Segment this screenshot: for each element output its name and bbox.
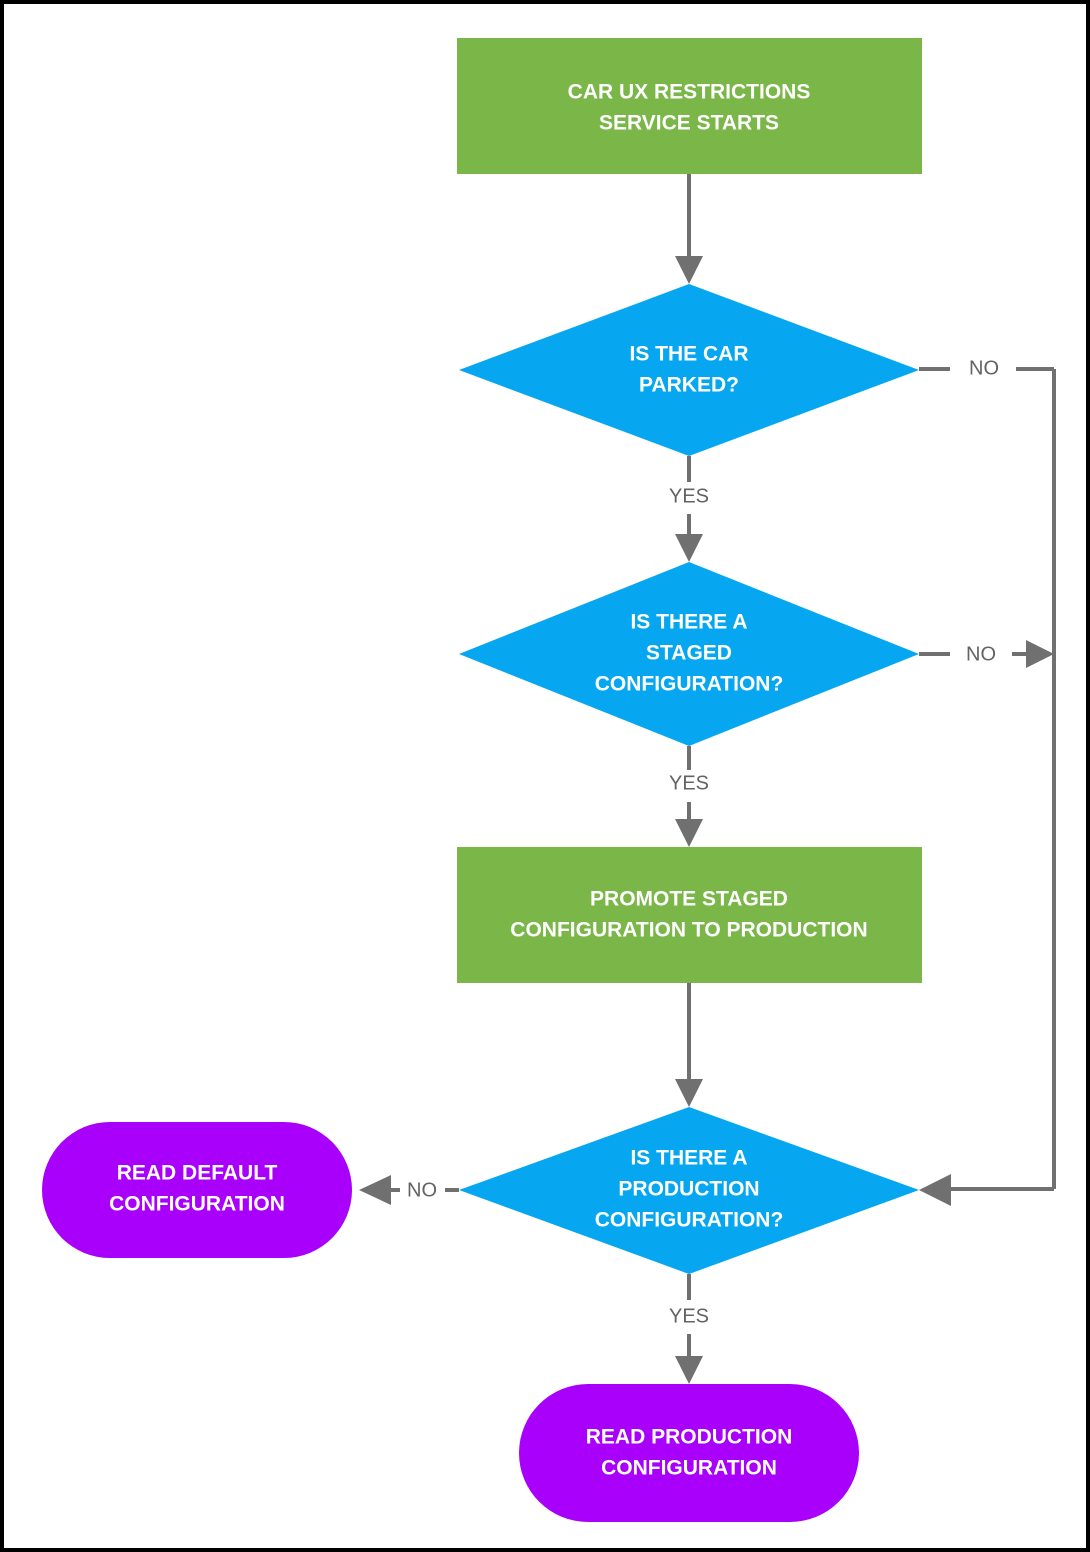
arrowhead-icon bbox=[675, 1079, 703, 1107]
node-is-the-car-parked[interactable]: IS THE CAR PARKED? bbox=[459, 284, 919, 456]
node-read-production-configuration[interactable]: READ PRODUCTION CONFIGURATION bbox=[519, 1384, 859, 1522]
edge-label-layer: YES YES YES NO NO NO bbox=[407, 357, 999, 1327]
flowchart-svg: YES YES YES NO NO NO CAR UX RESTRICTIONS… bbox=[42, 38, 1056, 1522]
edge-staged-yes-to-promote bbox=[675, 746, 703, 847]
read-production-label-line2: CONFIGURATION bbox=[601, 1457, 777, 1480]
promote-node-label-line2: CONFIGURATION TO PRODUCTION bbox=[510, 919, 867, 942]
edge-label-yes-staged: YES bbox=[669, 772, 709, 794]
node-promote-staged-configuration-to-production[interactable]: PROMOTE STAGED CONFIGURATION TO PRODUCTI… bbox=[457, 847, 922, 983]
start-node-label-line2: SERVICE STARTS bbox=[599, 112, 779, 135]
edge-label-no-staged: NO bbox=[966, 643, 996, 665]
decision-production-label-line3: CONFIGURATION? bbox=[595, 1209, 784, 1232]
start-node-label-line1: CAR UX RESTRICTIONS bbox=[568, 81, 811, 104]
edge-label-no-production: NO bbox=[407, 1179, 437, 1201]
edge-production-yes-to-readprod bbox=[675, 1274, 703, 1384]
read-production-label-line1: READ PRODUCTION bbox=[586, 1426, 793, 1449]
node-car-ux-restrictions-service-starts[interactable]: CAR UX RESTRICTIONS SERVICE STARTS bbox=[457, 38, 922, 174]
connector-layer bbox=[359, 174, 1056, 1384]
decision-parked-label-line1: IS THE CAR bbox=[629, 343, 748, 366]
decision-production-label-line1: IS THERE A bbox=[630, 1147, 747, 1170]
arrowhead-icon bbox=[675, 819, 703, 847]
read-production-node-shape[interactable] bbox=[519, 1384, 859, 1522]
arrowhead-icon bbox=[919, 1174, 951, 1206]
edge-production-no-to-default bbox=[359, 1175, 459, 1205]
decision-production-shape[interactable] bbox=[459, 1107, 919, 1274]
edge-label-yes-production: YES bbox=[669, 1305, 709, 1327]
edge-parked-yes-to-staged bbox=[675, 456, 703, 562]
edge-start-to-parked bbox=[675, 174, 703, 284]
node-is-there-a-production-configuration[interactable]: IS THERE A PRODUCTION CONFIGURATION? bbox=[459, 1107, 919, 1274]
arrowhead-icon bbox=[675, 256, 703, 284]
edge-parked-no-to-rail bbox=[919, 367, 1056, 1189]
decision-staged-shape[interactable] bbox=[459, 562, 919, 746]
read-default-label-line1: READ DEFAULT bbox=[117, 1162, 278, 1185]
decision-staged-label-line2: STAGED bbox=[646, 642, 732, 665]
start-node-shape[interactable] bbox=[457, 38, 922, 174]
promote-node-label-line1: PROMOTE STAGED bbox=[590, 888, 788, 911]
node-is-there-a-staged-configuration[interactable]: IS THERE A STAGED CONFIGURATION? bbox=[459, 562, 919, 746]
decision-parked-label-line2: PARKED? bbox=[639, 374, 739, 397]
edge-rail-to-production bbox=[919, 1174, 1054, 1206]
decision-staged-label-line1: IS THERE A bbox=[630, 611, 747, 634]
decision-parked-shape[interactable] bbox=[459, 284, 919, 456]
edge-label-yes-parked: YES bbox=[669, 485, 709, 507]
arrowhead-icon bbox=[675, 534, 703, 562]
decision-staged-label-line3: CONFIGURATION? bbox=[595, 673, 784, 696]
promote-node-shape[interactable] bbox=[457, 847, 922, 983]
edge-promote-to-production bbox=[675, 983, 703, 1107]
read-default-label-line2: CONFIGURATION bbox=[109, 1193, 285, 1216]
edge-label-no-parked: NO bbox=[969, 357, 999, 379]
read-default-node-shape[interactable] bbox=[42, 1122, 352, 1258]
node-read-default-configuration[interactable]: READ DEFAULT CONFIGURATION bbox=[42, 1122, 352, 1258]
arrowhead-icon bbox=[1026, 640, 1054, 668]
arrowhead-icon bbox=[675, 1356, 703, 1384]
edge-staged-no-to-rail bbox=[919, 640, 1054, 668]
decision-production-label-line2: PRODUCTION bbox=[618, 1178, 759, 1201]
arrowhead-icon bbox=[359, 1175, 391, 1205]
